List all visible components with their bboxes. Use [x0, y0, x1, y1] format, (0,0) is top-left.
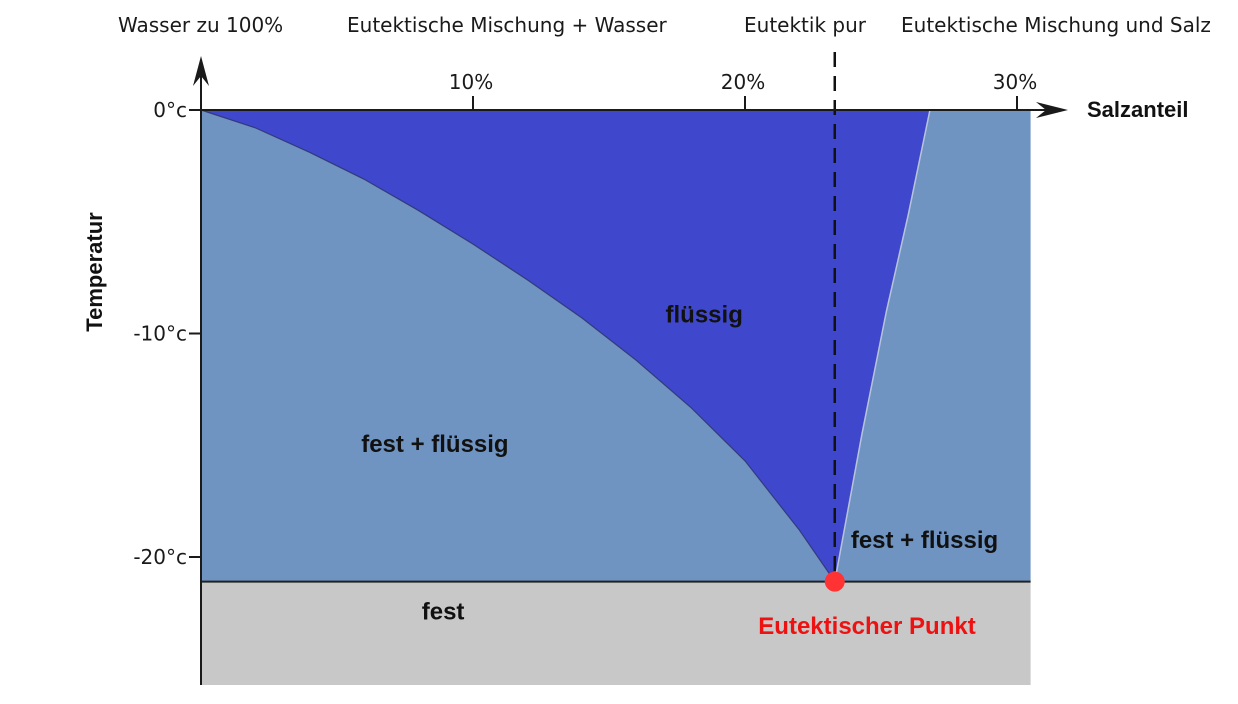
top-region-label: Wasser zu 100% [118, 13, 283, 37]
region-label: fest + flüssig [361, 431, 508, 458]
eutectic-point [824, 571, 845, 592]
region-label: flüssig [666, 301, 743, 328]
region-label: fest + flüssig [851, 527, 998, 554]
top-region-label: Eutektik pur [744, 13, 867, 37]
liquidus-water-side [200, 109, 836, 582]
x-tick-label: 20% [721, 70, 765, 94]
plot-area [200, 52, 1031, 685]
y-tick-label: -20°c [133, 545, 187, 569]
region-label: fest [422, 599, 465, 626]
y-axis-title: Temperatur [82, 212, 107, 332]
x-tick-label: 10% [449, 70, 493, 94]
x-axis-arrow [1036, 102, 1068, 118]
axes: 10% 20% 30% 0°c -10°c -20°c [133, 56, 1068, 685]
x-axis-title: Salzanteil [1087, 97, 1188, 122]
y-tick-label: 0°c [153, 98, 187, 122]
region-solid [201, 581, 1031, 685]
y-axis-arrow [193, 56, 209, 86]
top-region-label: Eutektische Mischung + Wasser [347, 13, 668, 37]
liquidus-salt-side [834, 109, 931, 582]
x-tick-label: 30% [993, 70, 1037, 94]
top-region-label: Eutektische Mischung und Salz [901, 13, 1211, 37]
y-tick-label: -10°c [133, 322, 187, 346]
eutectic-point-label: Eutektischer Punkt [758, 613, 975, 640]
